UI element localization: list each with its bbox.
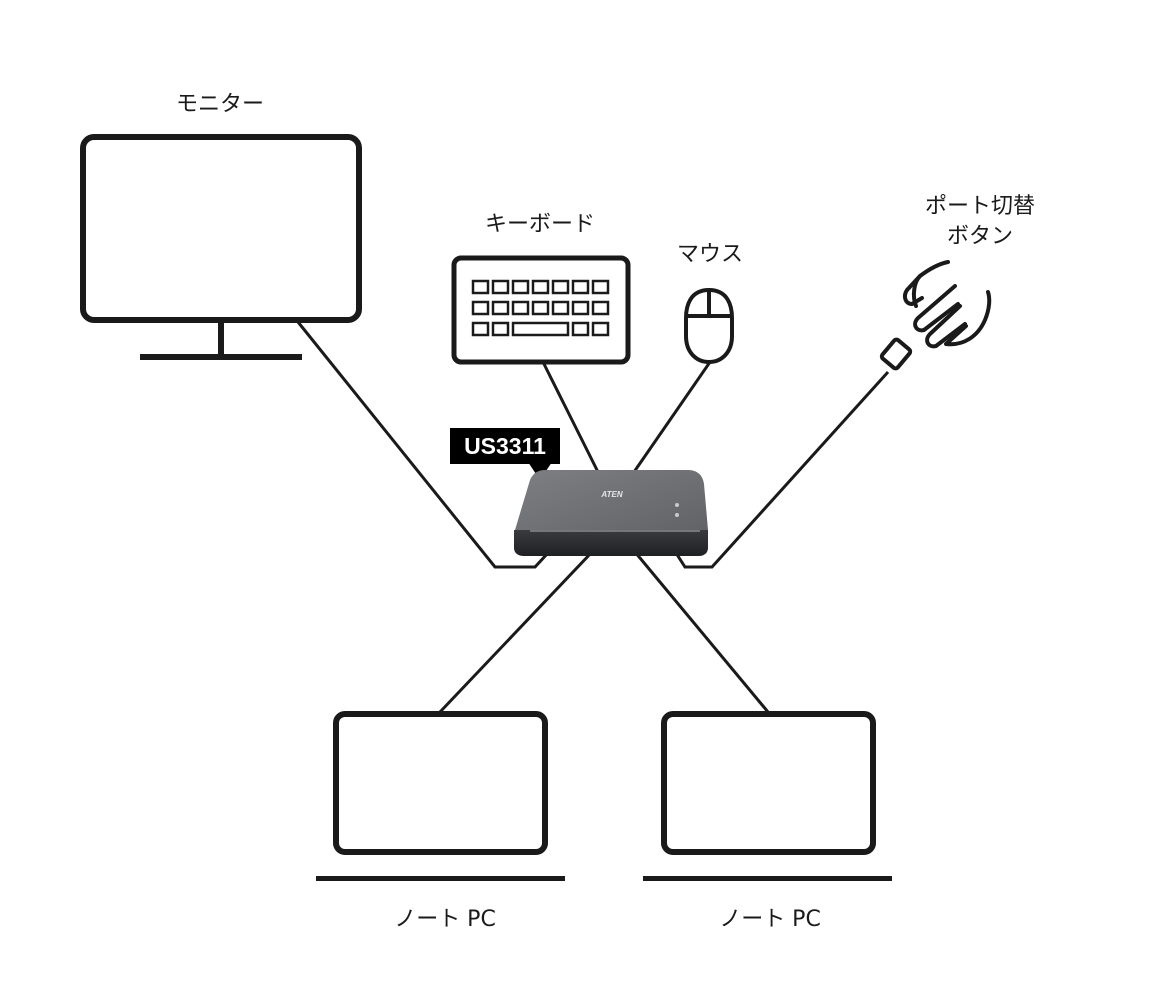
port-button-label-line1: ポート切替 [924,194,1035,219]
laptop-right-cable [633,551,770,713]
port-button-cable [674,370,890,569]
hand-pressing-icon [879,260,992,371]
monitor-cable [296,321,550,569]
kvm-switch-device: ATEN [514,470,708,556]
keyboard-label: キーボード [484,212,595,237]
cables [296,321,890,714]
mouse-cable [632,361,712,473]
port-button-label-line2: ボタン [946,224,1013,249]
laptop-left-label: ノート PC [394,907,496,932]
keyboard-cable [541,361,600,473]
monitor-icon [80,134,362,360]
mouse-label: マウス [676,242,743,267]
port-button-label: ポート切替 ボタン [885,192,1075,252]
laptop-right-label: ノート PC [719,907,821,932]
mouse-icon [684,287,734,365]
keyboard-icon [451,255,631,365]
monitor-label: モニター [175,92,264,117]
laptop-left-cable [438,550,594,714]
model-badge: US3311 [450,428,560,464]
laptop-right-icon [643,711,892,881]
switch-brand-logo: ATEN [600,490,622,499]
laptop-left-icon [316,711,565,881]
